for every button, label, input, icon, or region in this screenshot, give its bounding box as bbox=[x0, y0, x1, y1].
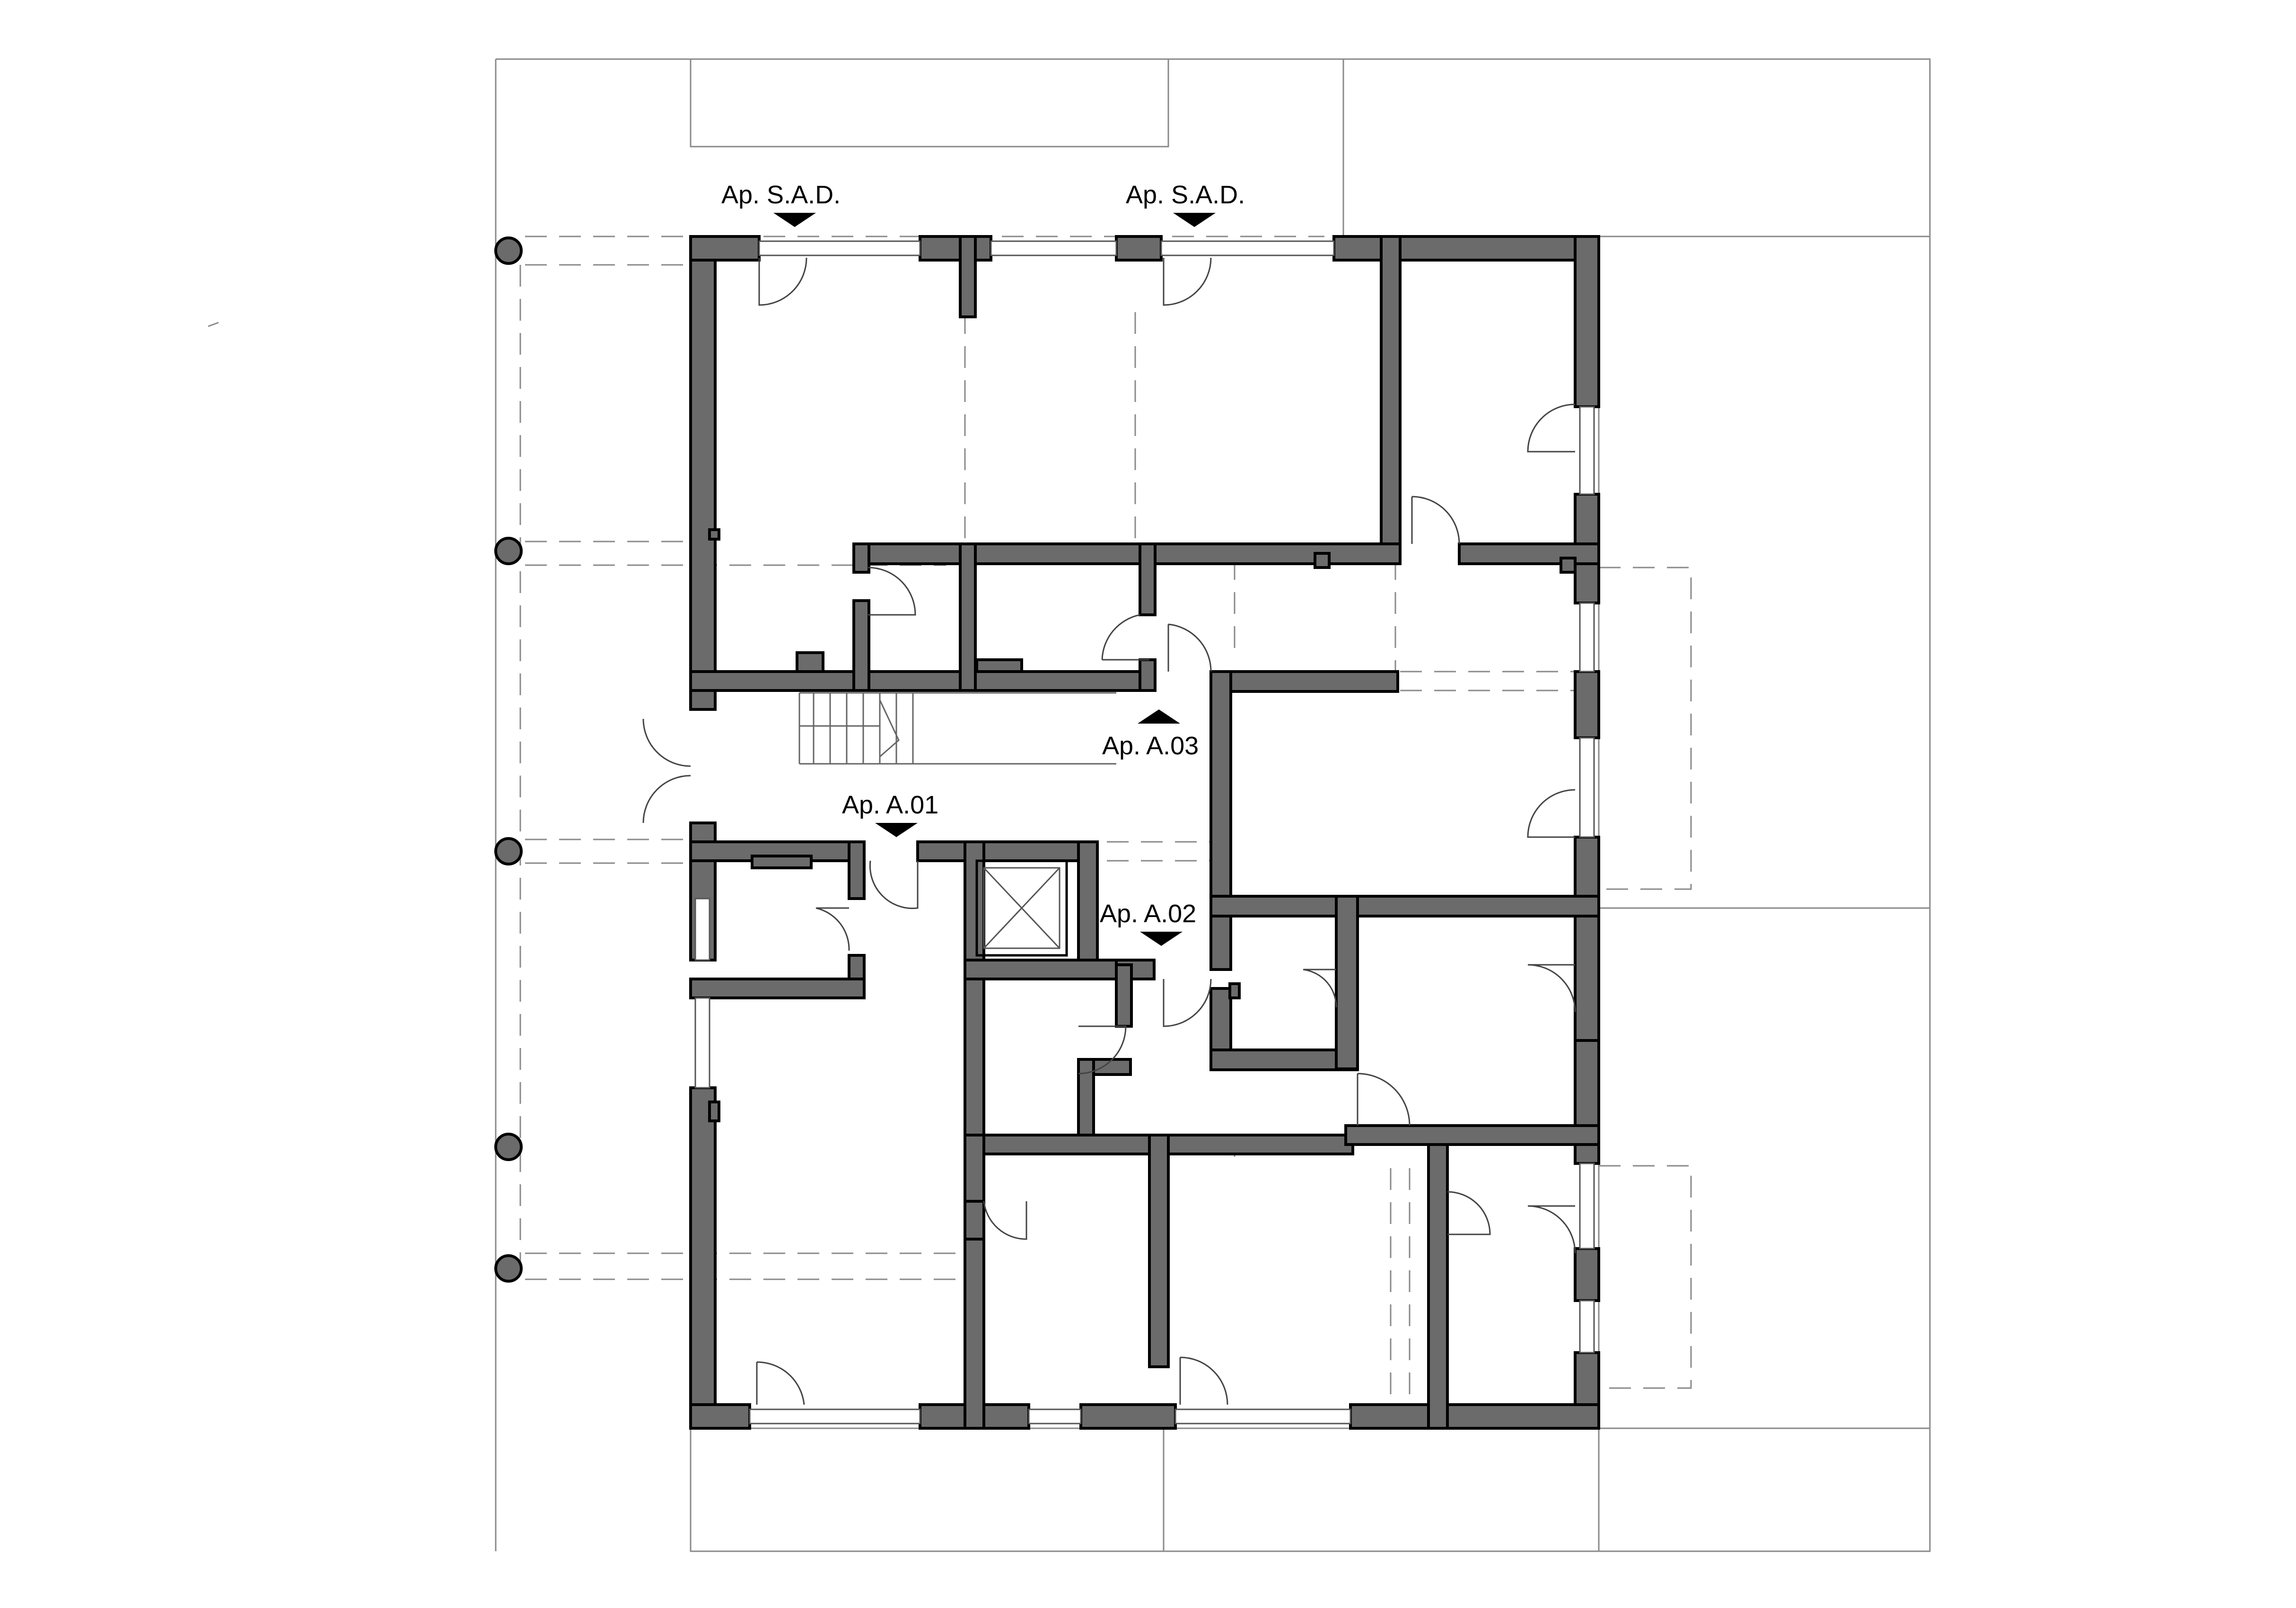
apartment-labels: Ap. S.A.D. Ap. S.A.D. Ap. A.03 Ap. A.01 … bbox=[721, 181, 1245, 946]
column-circle-icon bbox=[494, 537, 523, 565]
stray-mark bbox=[208, 322, 219, 327]
garden-top-right bbox=[1342, 58, 1931, 237]
column-circle-icon bbox=[494, 236, 523, 265]
label-ap-sad-right: Ap. S.A.D. bbox=[1126, 181, 1245, 209]
triangle-arrow-icon bbox=[773, 213, 816, 227]
label-ap-a01: Ap. A.01 bbox=[842, 791, 938, 819]
column-circle-icon bbox=[494, 1254, 523, 1283]
triangle-arrow-icon bbox=[1140, 932, 1183, 946]
garden-top-left bbox=[690, 58, 1169, 148]
garden-right-upper bbox=[1598, 236, 1931, 909]
label-ap-sad-left: Ap. S.A.D. bbox=[721, 181, 841, 209]
columns bbox=[494, 236, 523, 1283]
label-ap-a03: Ap. A.03 bbox=[1102, 732, 1199, 760]
doors bbox=[642, 257, 1576, 1405]
walls bbox=[689, 235, 1600, 1430]
triangle-arrow-icon bbox=[1138, 709, 1180, 724]
triangle-arrow-icon bbox=[875, 823, 918, 837]
label-ap-a02: Ap. A.02 bbox=[1100, 900, 1196, 928]
windows bbox=[694, 240, 1595, 1424]
garden-bottom-left bbox=[690, 1427, 1165, 1552]
triangle-arrow-icon bbox=[1173, 213, 1216, 227]
garden-right-lower bbox=[1598, 907, 1931, 1552]
column-circle-icon bbox=[494, 1133, 523, 1161]
column-circle-icon bbox=[494, 837, 523, 865]
staircase bbox=[798, 692, 1116, 765]
elevator-cross-icon bbox=[975, 859, 1068, 957]
garden-bottom-right bbox=[1163, 1427, 1931, 1552]
